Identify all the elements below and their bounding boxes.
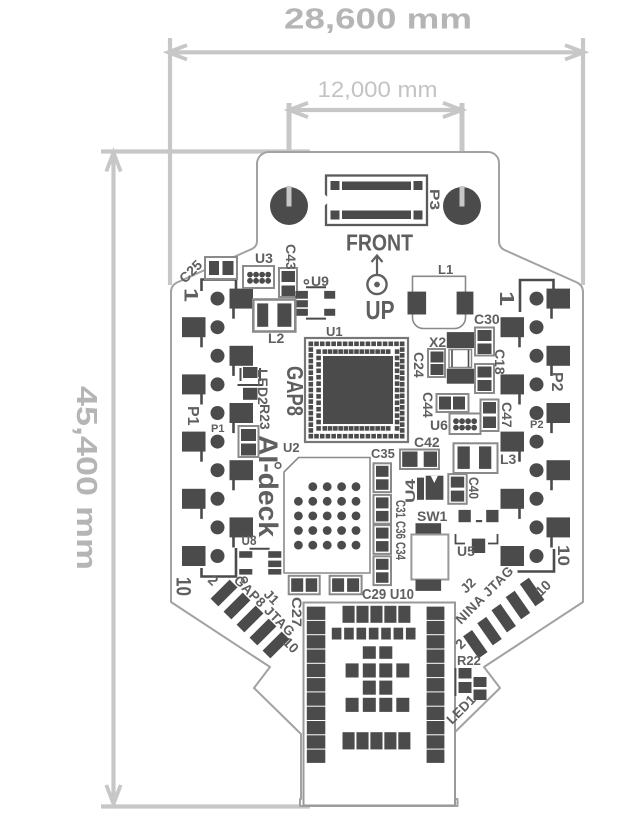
svg-text:12,000 mm: 12,000 mm bbox=[318, 77, 438, 102]
svg-text:P3: P3 bbox=[427, 189, 443, 210]
svg-text:UP: UP bbox=[366, 295, 395, 325]
svg-text:C42: C42 bbox=[414, 434, 440, 450]
svg-text:R22: R22 bbox=[457, 653, 481, 668]
svg-text:SW1: SW1 bbox=[417, 508, 448, 524]
svg-text:P2: P2 bbox=[530, 419, 543, 431]
svg-text:28,600 mm: 28,600 mm bbox=[284, 4, 472, 36]
svg-text:C36: C36 bbox=[393, 521, 409, 539]
svg-text:1: 1 bbox=[495, 291, 517, 306]
svg-text:U9: U9 bbox=[311, 273, 329, 289]
svg-text:L2: L2 bbox=[268, 330, 285, 346]
svg-text:45,400 mm: 45,400 mm bbox=[70, 386, 102, 570]
svg-text:U3: U3 bbox=[255, 250, 273, 266]
svg-text:L1: L1 bbox=[438, 262, 453, 277]
svg-text:1: 1 bbox=[180, 288, 201, 303]
svg-text:L3: L3 bbox=[500, 451, 517, 467]
svg-text:FRONT: FRONT bbox=[346, 230, 413, 256]
svg-text:U5: U5 bbox=[457, 543, 475, 559]
svg-text:10: 10 bbox=[554, 545, 573, 566]
svg-text:C43: C43 bbox=[283, 244, 299, 270]
svg-text:LED2: LED2 bbox=[255, 369, 271, 405]
svg-text:P1: P1 bbox=[184, 406, 201, 426]
svg-text:X2: X2 bbox=[429, 334, 446, 350]
svg-text:U4: U4 bbox=[402, 479, 418, 503]
svg-text:C44: C44 bbox=[420, 392, 436, 418]
svg-text:C27: C27 bbox=[289, 597, 305, 627]
svg-text:P2: P2 bbox=[548, 372, 565, 392]
svg-text:10: 10 bbox=[172, 577, 195, 596]
svg-text:U1: U1 bbox=[326, 324, 343, 339]
svg-text:GAP8: GAP8 bbox=[282, 366, 308, 416]
svg-text:C40: C40 bbox=[466, 477, 482, 499]
svg-text:C18: C18 bbox=[492, 349, 508, 375]
svg-text:R23: R23 bbox=[257, 404, 273, 430]
svg-text:C47: C47 bbox=[499, 402, 515, 428]
svg-text:U2: U2 bbox=[283, 440, 300, 455]
svg-text:C30: C30 bbox=[474, 311, 500, 327]
svg-text:C34: C34 bbox=[393, 542, 409, 560]
svg-text:C35: C35 bbox=[371, 446, 395, 461]
svg-text:C29 U10: C29 U10 bbox=[362, 586, 414, 603]
svg-text:U6: U6 bbox=[430, 417, 448, 433]
svg-text:P1: P1 bbox=[211, 423, 224, 435]
svg-text:U8: U8 bbox=[242, 533, 257, 548]
svg-text:C24: C24 bbox=[411, 352, 427, 378]
svg-text:C31: C31 bbox=[393, 500, 409, 518]
